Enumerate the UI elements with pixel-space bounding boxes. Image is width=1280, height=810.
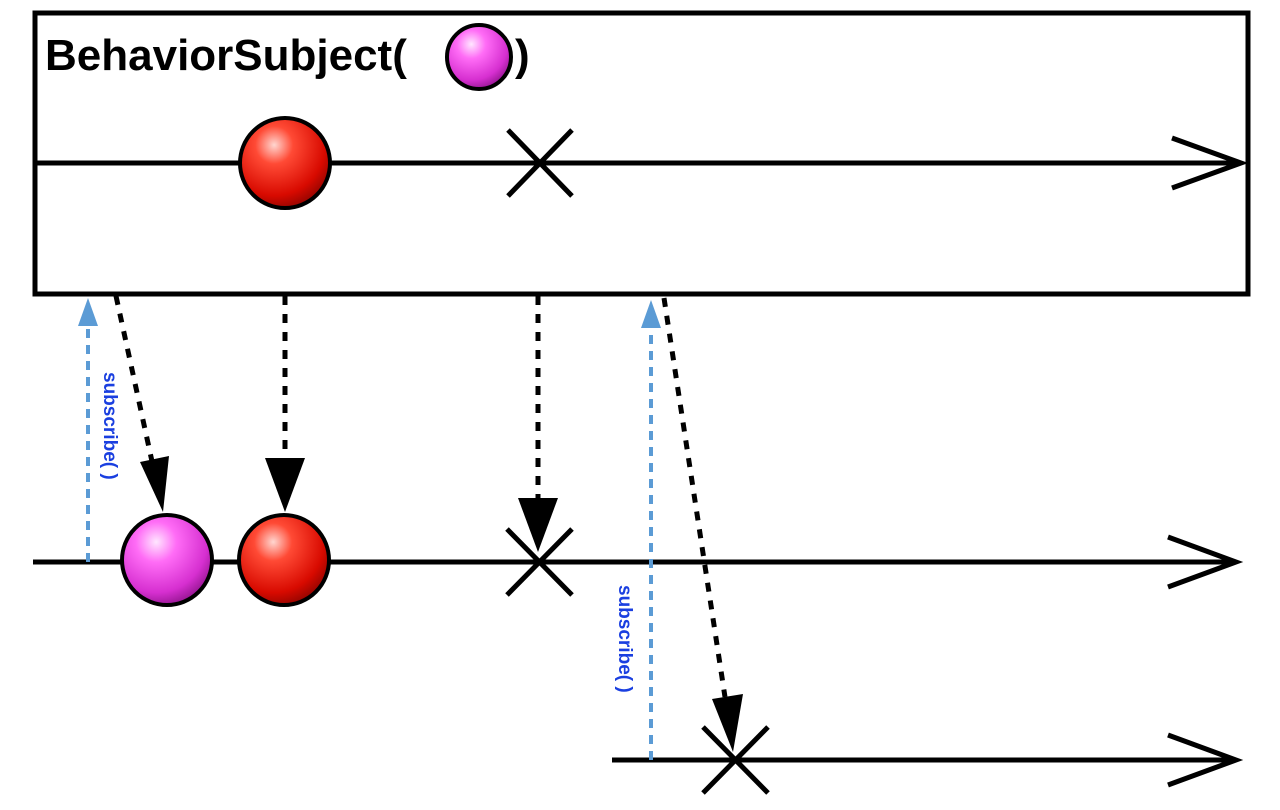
- title-prefix: BehaviorSubject(: [45, 31, 407, 80]
- subscribe-arrow-2: [641, 300, 661, 760]
- subject-box: [32, 10, 1251, 297]
- subject-complete-x: [506, 128, 574, 198]
- emission-arrow-initial: [113, 295, 169, 512]
- subject-timeline: [37, 135, 1249, 191]
- title-suffix: ): [515, 31, 530, 80]
- observer2-timeline: [612, 732, 1244, 788]
- subscribe-label-1: subscribe( ): [99, 372, 120, 480]
- emission-arrow-complete-1: [518, 296, 558, 552]
- observer1-pink-marble: [120, 513, 214, 607]
- subscribe-arrow-1: [78, 298, 98, 562]
- observer1-timeline: [33, 534, 1244, 590]
- emission-arrow-red: [265, 296, 305, 512]
- title-initial-marble: [445, 23, 513, 91]
- observer1-red-marble: [237, 513, 331, 607]
- observer2-complete-x: [701, 725, 770, 795]
- subject-red-marble: [238, 116, 332, 210]
- emission-arrow-complete-2: [661, 297, 743, 752]
- observer1-complete-x: [505, 527, 574, 597]
- subscribe-label-2: subscribe( ): [614, 585, 635, 693]
